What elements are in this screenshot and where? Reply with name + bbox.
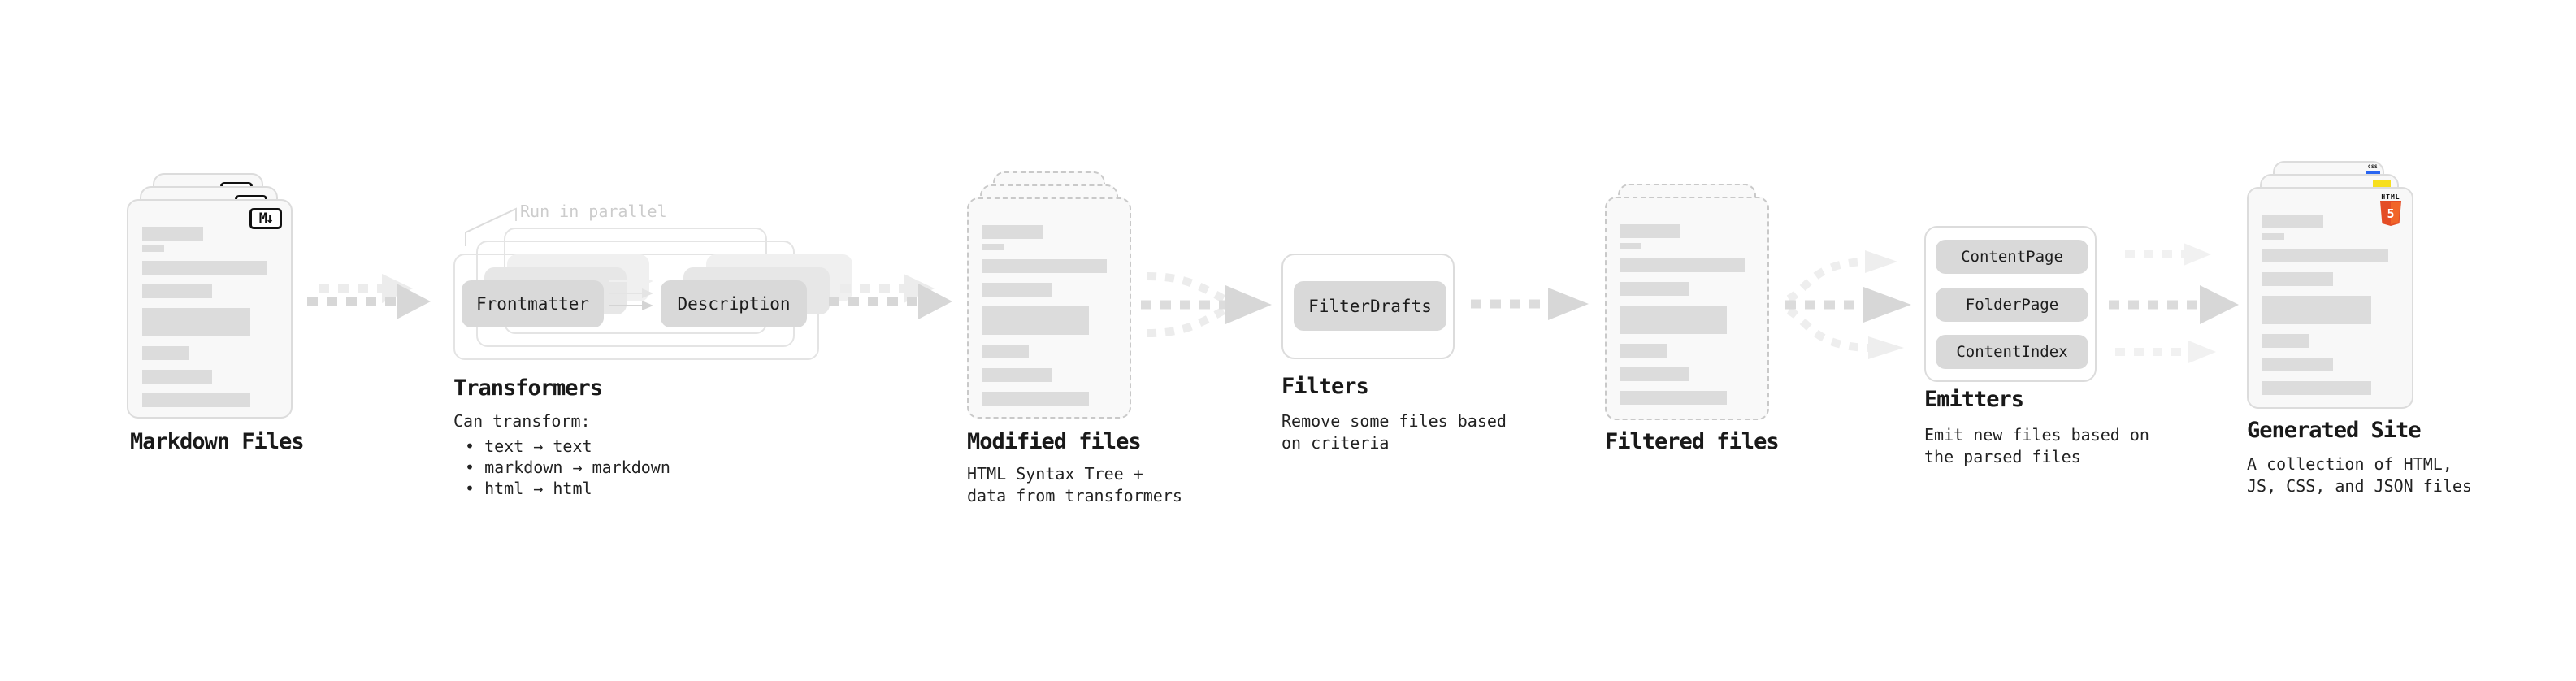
document-text-placeholder [2262, 215, 2398, 395]
html5-icon: HTML 5 [2379, 193, 2402, 230]
placeholder-bar [1620, 391, 1728, 405]
subtitle-line: Emit new files based on [1924, 425, 2149, 445]
modified-files-title: Modified files [967, 429, 1142, 454]
placeholder-bar [2262, 272, 2333, 286]
filterdrafts-pill: FilterDrafts [1294, 281, 1446, 331]
filtered-file-card-front [1605, 197, 1769, 420]
generated-site-subtitle: A collection of HTML, JS, CSS, and JSON … [2247, 453, 2472, 497]
placeholder-bar [2262, 296, 2371, 324]
filters-title: Filters [1281, 374, 1369, 399]
placeholder-bar [982, 345, 1030, 358]
transform-bullet: • markdown → markdown [465, 458, 670, 477]
arrow-transformers-to-modified [829, 274, 952, 319]
placeholder-bar [2262, 358, 2333, 371]
placeholder-bar [982, 283, 1052, 297]
css-icon-bar [2366, 171, 2380, 174]
transform-bullet: • html → html [465, 479, 592, 498]
annotation-leader-line [465, 207, 517, 246]
contentpage-pill: ContentPage [1936, 240, 2088, 274]
arrow-markdown-to-transformers [307, 274, 431, 319]
frontmatter-pill: Frontmatter [462, 280, 604, 327]
javascript-file-icon [2373, 180, 2391, 189]
modified-file-card-front [967, 197, 1131, 419]
document-text-placeholder [142, 227, 277, 407]
placeholder-bar [2262, 249, 2389, 262]
document-text-placeholder [1620, 224, 1754, 405]
generated-site-title: Generated Site [2247, 418, 2422, 443]
emitters-panel: ContentPage FolderPage ContentIndex [1924, 226, 2097, 382]
placeholder-bar [2262, 334, 2310, 348]
contentindex-pill: ContentIndex [1936, 335, 2088, 369]
emitters-subtitle: Emit new files based on the parsed files [1924, 424, 2149, 468]
placeholder-bar [1620, 243, 1642, 249]
placeholder-bar [982, 368, 1052, 382]
arrow-filters-to-filtered [1471, 288, 1589, 320]
placeholder-bar [142, 370, 213, 384]
subtitle-line: data from transformers [967, 486, 1182, 505]
placeholder-bar [142, 308, 250, 336]
filtered-files-title: Filtered files [1605, 429, 1780, 454]
placeholder-bar [2262, 215, 2324, 228]
subtitle-line: JS, CSS, and JSON files [2247, 476, 2472, 496]
emitters-title: Emitters [1924, 387, 2024, 412]
placeholder-bar [1620, 282, 1690, 296]
placeholder-bar [982, 306, 1090, 335]
markdown-file-card-front: M↓ [127, 199, 293, 419]
transformers-capabilities-list: • text → text • markdown → markdown • ht… [465, 436, 670, 499]
placeholder-bar [2262, 381, 2371, 395]
transformers-subtitle: Can transform: [453, 411, 591, 431]
css-icon-label: CSS [2367, 164, 2379, 170]
svg-text:5: 5 [2387, 206, 2394, 221]
css-file-icon: CSS [2366, 164, 2380, 174]
filters-subtitle: Remove some files based on criteria [1281, 410, 1507, 454]
document-text-placeholder [982, 225, 1116, 406]
placeholder-bar [2262, 233, 2284, 240]
subtitle-line: A collection of HTML, [2247, 454, 2452, 474]
pill-flow-arrows [609, 276, 653, 310]
placeholder-bar [982, 259, 1107, 273]
generated-html-file-card: HTML 5 [2247, 187, 2413, 409]
modified-files-subtitle: HTML Syntax Tree + data from transformer… [967, 463, 1182, 507]
placeholder-bar [982, 244, 1004, 250]
placeholder-bar [1620, 306, 1728, 334]
placeholder-bar [982, 225, 1043, 239]
subtitle-line: HTML Syntax Tree + [967, 464, 1143, 484]
placeholder-bar [982, 392, 1090, 406]
placeholder-bar [1620, 367, 1690, 381]
markdown-files-title: Markdown Files [130, 429, 305, 454]
transformers-title: Transformers [453, 375, 603, 401]
placeholder-bar [142, 346, 190, 360]
arrow-emitters-to-generated [2109, 243, 2239, 363]
arrow-filtered-to-emitters [1785, 250, 1911, 359]
placeholder-bar [142, 245, 164, 252]
html5-shield: 5 [2380, 201, 2401, 226]
html5-icon-wordmark: HTML [2381, 193, 2400, 201]
subtitle-line: the parsed files [1924, 447, 2081, 466]
placeholder-bar [1620, 344, 1667, 358]
arrow-modified-to-filters [1141, 272, 1272, 337]
placeholder-bar [142, 261, 268, 275]
description-pill: Description [661, 280, 807, 327]
subtitle-line: on criteria [1281, 433, 1390, 453]
subtitle-line: Remove some files based [1281, 411, 1507, 431]
placeholder-bar [1620, 224, 1680, 238]
markdown-icon: M↓ [249, 208, 282, 229]
folderpage-pill: FolderPage [1936, 288, 2088, 322]
transform-bullet: • text → text [465, 436, 592, 456]
placeholder-bar [1620, 258, 1745, 272]
filters-panel: FilterDrafts [1281, 254, 1455, 359]
run-in-parallel-label: Run in parallel [520, 202, 667, 221]
placeholder-bar [142, 393, 250, 407]
placeholder-bar [142, 284, 213, 298]
placeholder-bar [142, 227, 203, 241]
